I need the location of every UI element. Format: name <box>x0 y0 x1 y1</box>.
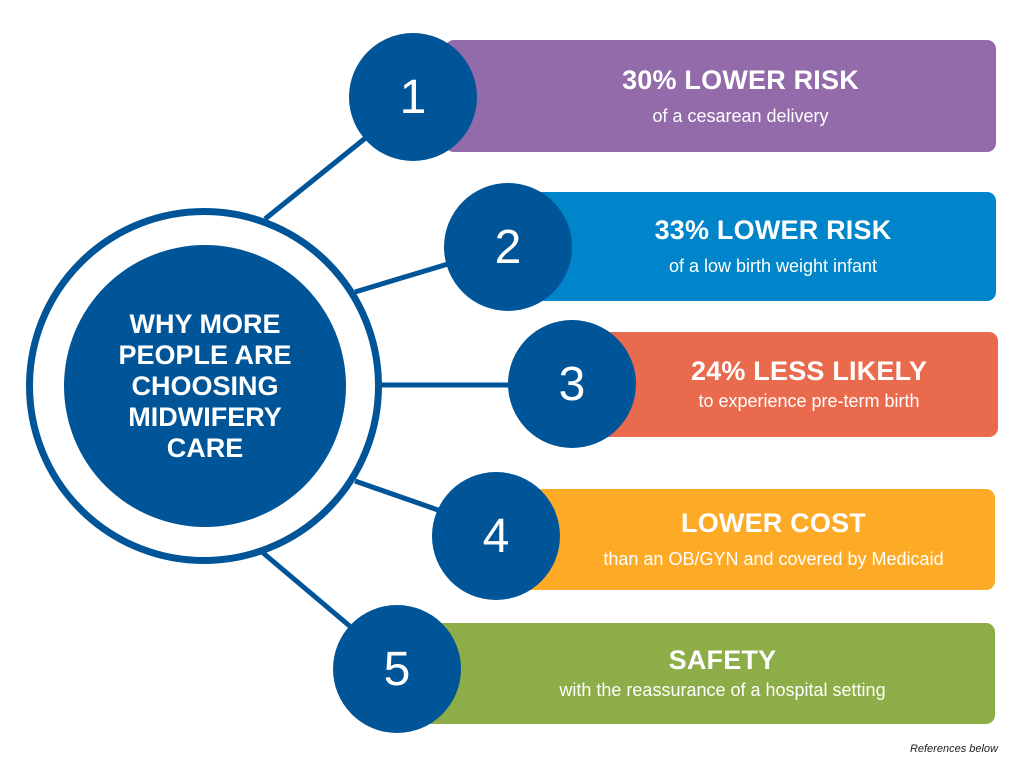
benefit-headline: 30% LOWER RISK <box>622 64 859 95</box>
benefit-headline: SAFETY <box>668 645 777 676</box>
references-note: References below <box>909 743 998 755</box>
connector-2 <box>354 261 449 295</box>
connector-5 <box>260 550 354 630</box>
number-badge-4: 4 <box>432 472 560 600</box>
benefit-detail: to experience pre-term birth <box>698 391 920 412</box>
benefit-bar-3: 24% LESS LIKELY to experience pre-term b… <box>590 332 998 437</box>
hub-center-circle: WHY MORE PEOPLE ARE CHOOSING MIDWIFERY C… <box>64 245 346 527</box>
number-badge-2: 2 <box>444 183 572 311</box>
benefit-bar-2: 33% LOWER RISK of a low birth weight inf… <box>520 192 996 301</box>
number-badge-1: 1 <box>349 33 477 161</box>
benefit-detail: of a low birth weight infant <box>668 256 878 277</box>
hub-title: WHY MORE PEOPLE ARE CHOOSING MIDWIFERY C… <box>118 308 292 463</box>
number-badge-3: 3 <box>508 320 636 448</box>
benefit-headline: LOWER COST <box>681 508 866 539</box>
benefit-bar-4: LOWER COST than an OB/GYN and covered by… <box>520 489 995 590</box>
benefit-bar-1: 30% LOWER RISK of a cesarean delivery <box>445 40 996 152</box>
connector-4 <box>354 478 439 513</box>
connector-1 <box>263 134 370 221</box>
benefit-detail: with the reassurance of a hospital setti… <box>559 680 886 701</box>
benefit-headline: 24% LESS LIKELY <box>690 356 928 387</box>
benefit-headline: 33% LOWER RISK <box>654 215 892 246</box>
benefit-detail: of a cesarean delivery <box>652 105 829 126</box>
benefit-bar-5: SAFETY with the reassurance of a hospita… <box>420 623 995 724</box>
number-badge-5: 5 <box>333 605 461 733</box>
benefit-detail: than an OB/GYN and covered by Medicaid <box>603 549 944 570</box>
